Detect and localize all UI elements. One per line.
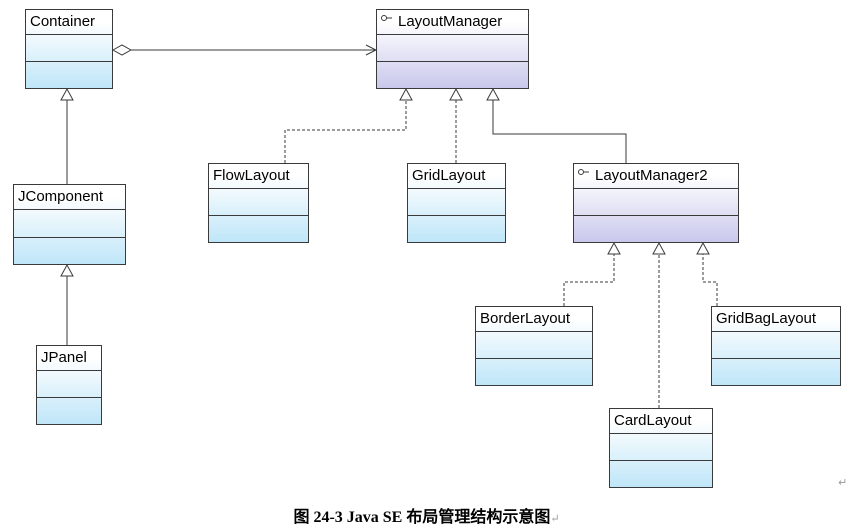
- operations-section: [14, 238, 125, 266]
- attributes-section: [377, 35, 528, 62]
- interface-layoutmanager2[interactable]: LayoutManager2: [573, 163, 739, 243]
- class-jpanel[interactable]: JPanel: [36, 345, 102, 425]
- class-name: JComponent: [14, 185, 125, 210]
- class-name: CardLayout: [610, 409, 712, 434]
- attributes-section: [37, 371, 101, 398]
- class-gridlayout[interactable]: GridLayout: [407, 163, 506, 243]
- class-name-row: LayoutManager2: [574, 164, 738, 189]
- realize-borderlayout-layoutmanager2: [563, 241, 621, 306]
- paragraph-mark: ↵: [838, 477, 848, 489]
- operations-section: [37, 398, 101, 426]
- attributes-section: [209, 189, 308, 216]
- class-container[interactable]: Container: [25, 9, 113, 89]
- inherit-jpanel-jcomponent: [60, 263, 74, 345]
- attributes-section: [712, 332, 840, 359]
- operations-section: [209, 216, 308, 244]
- class-cardlayout[interactable]: CardLayout: [609, 408, 713, 488]
- class-name: GridBagLayout: [712, 307, 840, 332]
- class-name: FlowLayout: [209, 164, 308, 189]
- realize-gridbaglayout-layoutmanager2: [696, 241, 718, 306]
- class-name: Container: [26, 10, 112, 35]
- aggregation-container-layoutmanager: [111, 44, 378, 56]
- interface-layoutmanager[interactable]: LayoutManager: [376, 9, 529, 89]
- inherit-layoutmanager2-layoutmanager: [486, 87, 627, 163]
- class-name: GridLayout: [408, 164, 505, 189]
- operations-section: [574, 216, 738, 244]
- realize-flowlayout-layoutmanager: [284, 87, 413, 163]
- class-name: BorderLayout: [476, 307, 592, 332]
- attributes-section: [476, 332, 592, 359]
- operations-section: [712, 359, 840, 387]
- attributes-section: [408, 189, 505, 216]
- class-flowlayout[interactable]: FlowLayout: [208, 163, 309, 243]
- attributes-section: [574, 189, 738, 216]
- class-name: JPanel: [37, 346, 101, 371]
- interface-lollipop-icon: [578, 169, 589, 175]
- class-name: LayoutManager2: [595, 167, 708, 184]
- class-gridbaglayout[interactable]: GridBagLayout: [711, 306, 841, 386]
- realize-cardlayout-layoutmanager2: [652, 241, 666, 408]
- attributes-section: [14, 210, 125, 238]
- class-name: LayoutManager: [398, 13, 503, 30]
- figure-caption: 图 24-3 Java SE 布局管理结构示意图↵: [0, 503, 853, 527]
- class-borderlayout[interactable]: BorderLayout: [475, 306, 593, 386]
- attributes-section: [610, 434, 712, 461]
- operations-section: [476, 359, 592, 387]
- paragraph-mark: ↵: [550, 513, 560, 525]
- operations-section: [26, 62, 112, 90]
- realize-gridlayout-layoutmanager: [449, 87, 463, 163]
- interface-lollipop-icon: [381, 15, 392, 21]
- inherit-jcomponent-container: [60, 87, 74, 184]
- class-jcomponent[interactable]: JComponent: [13, 184, 126, 265]
- caption-text: 图 24-3 Java SE 布局管理结构示意图: [293, 509, 551, 526]
- class-name-row: LayoutManager: [377, 10, 528, 35]
- attributes-section: [26, 35, 112, 62]
- operations-section: [610, 461, 712, 489]
- operations-section: [377, 62, 528, 90]
- operations-section: [408, 216, 505, 244]
